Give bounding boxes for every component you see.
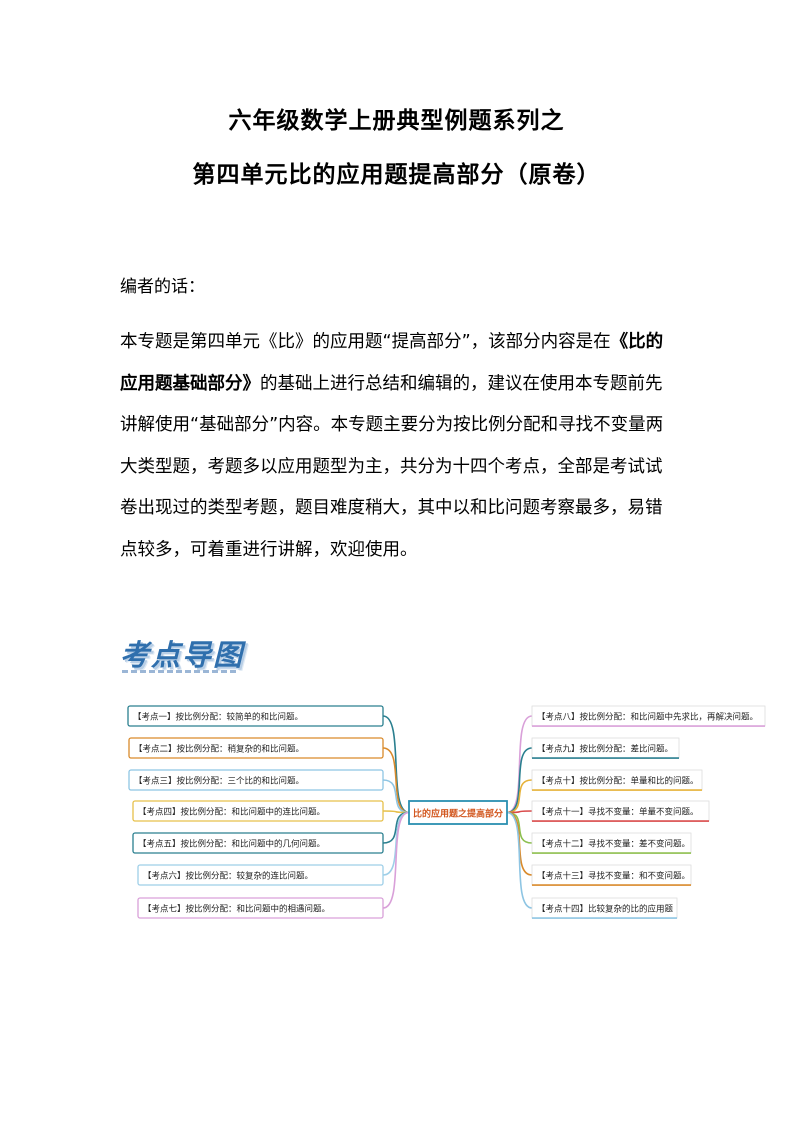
mind-map-node-right-3: 【考点十】按比例分配：单量和比的问题。 (531, 769, 703, 791)
title-line-1: 六年级数学上册典型例题系列之 (228, 108, 565, 134)
node-label: 【考点五】按比例分配：和比问题中的几何问题。 (138, 839, 325, 850)
mind-map-node-left-6: 【考点六】按比例分配：较复杂的连比问题。 (137, 864, 384, 886)
mind-map-center-node: 比的应用题之提高部分 (408, 800, 508, 825)
mind-map-node-right-1: 【考点八】按比例分配：和比问题中先求比，再解决问题。 (531, 705, 766, 727)
preface-label: 编者的话： (120, 277, 205, 297)
node-label: 【考点七】按比例分配：和比问题中的相遇问题。 (143, 904, 330, 915)
node-box (127, 705, 384, 727)
mind-map-node-left-4: 【考点四】按比例分配：和比问题中的连比问题。 (132, 800, 384, 822)
title-line-2: 第四单元比的应用题提高部分（原卷） (192, 162, 601, 188)
node-label: 【考点三】按比例分配：三个比的和比问题。 (134, 776, 304, 787)
connector-left-7 (382, 811, 410, 909)
preface-text-1: 本专题是第四单元《比》的应用题“提高部分”，该部分内容是在 (120, 332, 611, 352)
node-box (137, 864, 384, 886)
mind-map-node-left-1: 【考点一】按比例分配：较简单的和比问题。 (127, 705, 384, 727)
center-box (408, 800, 508, 825)
node-label: 【考点八】按比例分配：和比问题中先求比，再解决问题。 (537, 712, 758, 723)
connector-right-1 (506, 715, 533, 814)
connector-right-2 (506, 747, 533, 814)
connector-right-3 (506, 779, 533, 814)
node-box (128, 737, 384, 759)
preface-paragraph: 本专题是第四单元《比》的应用题“提高部分”，该部分内容是在《比的应用题基础部分》… (120, 322, 675, 571)
node-label: 【考点十】按比例分配：单量和比的问题。 (537, 776, 699, 787)
center-label: 比的应用题之提高部分 (413, 808, 503, 820)
mind-map: 【考点一】按比例分配：较简单的和比问题。【考点二】按比例分配：稍复杂的和比问题。… (127, 705, 766, 919)
connector-left-1 (382, 715, 410, 814)
node-label: 【考点九】按比例分配：差比问题。 (537, 744, 673, 755)
node-label: 【考点四】按比例分配：和比问题中的连比问题。 (138, 807, 325, 818)
mind-map-node-right-6: 【考点十三】寻找不变量：和不变问题。 (531, 864, 692, 886)
connector-right-7 (506, 811, 533, 909)
preface-text-2: 的基础上进行总结和编辑的，建议在使用本专题前先讲解使用“基础部分”内容。本专题主… (120, 373, 664, 560)
node-label: 【考点十三】寻找不变量：和不变问题。 (537, 871, 690, 882)
mind-map-node-left-5: 【考点五】按比例分配：和比问题中的几何问题。 (132, 832, 384, 854)
node-label: 【考点十二】寻找不变量：差不变问题。 (537, 839, 690, 850)
node-label: 【考点六】按比例分配：较复杂的连比问题。 (143, 871, 313, 882)
mind-map-node-left-7: 【考点七】按比例分配：和比问题中的相遇问题。 (137, 897, 384, 919)
node-label: 【考点十四】比较复杂的比的应用题 (537, 904, 674, 915)
connector-left-2 (382, 747, 410, 814)
node-label: 【考点二】按比例分配：稍复杂的和比问题。 (134, 744, 304, 755)
mind-map-node-right-7: 【考点十四】比较复杂的比的应用题 (531, 897, 678, 919)
connector-left-3 (382, 779, 410, 814)
node-box (132, 832, 384, 854)
heading-underline (122, 670, 237, 673)
preface-text-bold: 《比的应用题基础部分》 (120, 332, 664, 394)
mind-map-node-left-3: 【考点三】按比例分配：三个比的和比问题。 (128, 769, 384, 791)
mind-map-heading: 考点导图 (120, 638, 245, 672)
mind-map-node-right-4: 【考点十一】寻找不变量：单量不变问题。 (531, 800, 710, 822)
mind-map-node-right-5: 【考点十二】寻找不变量：差不变问题。 (531, 832, 692, 854)
node-box (137, 897, 384, 919)
mind-map-node-left-2: 【考点二】按比例分配：稍复杂的和比问题。 (128, 737, 384, 759)
node-label: 【考点一】按比例分配：较简单的和比问题。 (133, 712, 303, 723)
node-label: 【考点十一】寻找不变量：单量不变问题。 (537, 807, 699, 818)
node-box (128, 769, 384, 791)
mind-map-node-right-2: 【考点九】按比例分配：差比问题。 (531, 737, 680, 759)
node-box (132, 800, 384, 822)
